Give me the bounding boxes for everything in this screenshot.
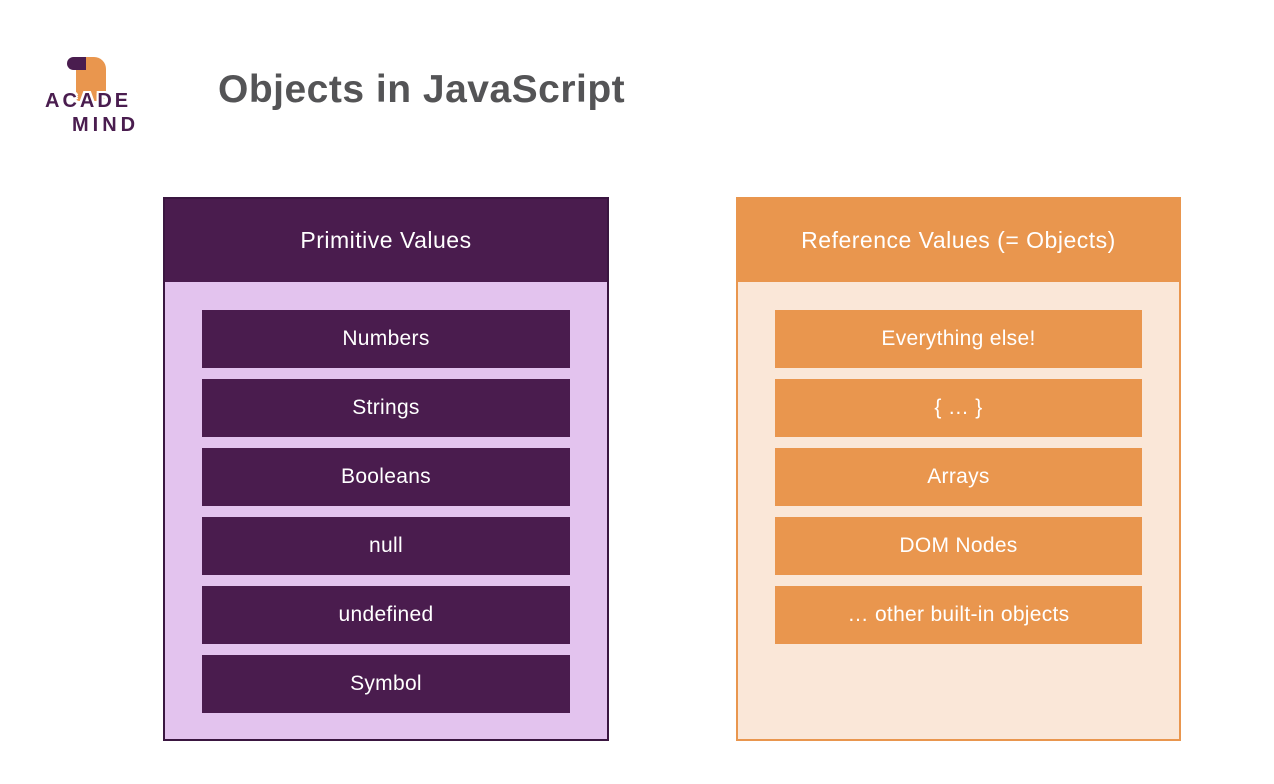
logo-text-acade: ACADE [45, 90, 132, 112]
list-item-object-literal: { … } [775, 379, 1142, 437]
primitive-values-header: Primitive Values [165, 199, 607, 282]
logo-text-mind: MIND [72, 114, 140, 136]
primitive-values-body: Numbers Strings Booleans null undefined … [165, 282, 607, 713]
reference-values-panel: Reference Values (= Objects) Everything … [736, 197, 1181, 741]
reference-values-header: Reference Values (= Objects) [738, 199, 1179, 282]
list-item-numbers: Numbers [202, 310, 570, 368]
list-item-everything-else: Everything else! [775, 310, 1142, 368]
primitive-values-panel: Primitive Values Numbers Strings Boolean… [163, 197, 609, 741]
reference-values-body: Everything else! { … } Arrays DOM Nodes … [738, 282, 1179, 644]
list-item-dom-nodes: DOM Nodes [775, 517, 1142, 575]
list-item-booleans: Booleans [202, 448, 570, 506]
list-item-arrays: Arrays [775, 448, 1142, 506]
list-item-other-builtins: … other built-in objects [775, 586, 1142, 644]
logo-wordmark: ACADE MIND [45, 89, 139, 137]
page-title: Objects in JavaScript [218, 68, 626, 111]
logo-curl-icon [67, 57, 86, 70]
list-item-symbol: Symbol [202, 655, 570, 713]
academind-logo: ACADE MIND [34, 51, 194, 141]
list-item-null: null [202, 517, 570, 575]
list-item-strings: Strings [202, 379, 570, 437]
list-item-undefined: undefined [202, 586, 570, 644]
logo-ribbon-icon [67, 57, 106, 101]
